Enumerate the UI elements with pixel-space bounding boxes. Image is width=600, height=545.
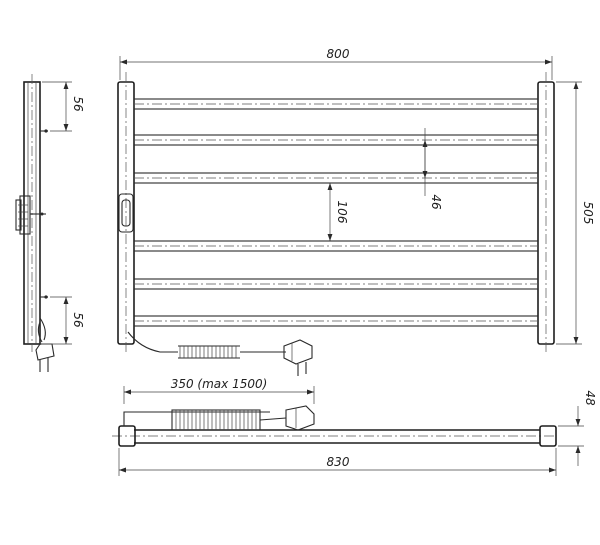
dim-gap: 106	[335, 201, 349, 224]
power-switch	[118, 193, 134, 233]
dim-cable-length: 350 (max 1500)	[171, 377, 268, 391]
controller-side	[15, 195, 46, 235]
dim-bottom-offset: 56	[71, 312, 85, 328]
dim-depth: 48	[583, 390, 597, 406]
front-view: 800 505 46 106	[117, 47, 595, 376]
side-view: 56 56	[15, 74, 85, 372]
dim-height: 505	[581, 202, 595, 225]
coiled-cable	[127, 331, 286, 359]
dim-top-offset: 56	[71, 96, 85, 112]
top-view: 350 (max 1500) 830 48	[112, 377, 597, 476]
dim-overall-width: 800	[327, 47, 350, 61]
right-end-cap	[539, 425, 557, 447]
side-plug	[35, 317, 55, 372]
dim-bar-pitch: 46	[429, 194, 443, 210]
dim-total-width: 830	[327, 455, 350, 469]
left-end-cap	[118, 425, 136, 447]
front-plug	[283, 339, 313, 376]
top-cable	[123, 405, 315, 431]
heating-bars	[133, 98, 539, 327]
